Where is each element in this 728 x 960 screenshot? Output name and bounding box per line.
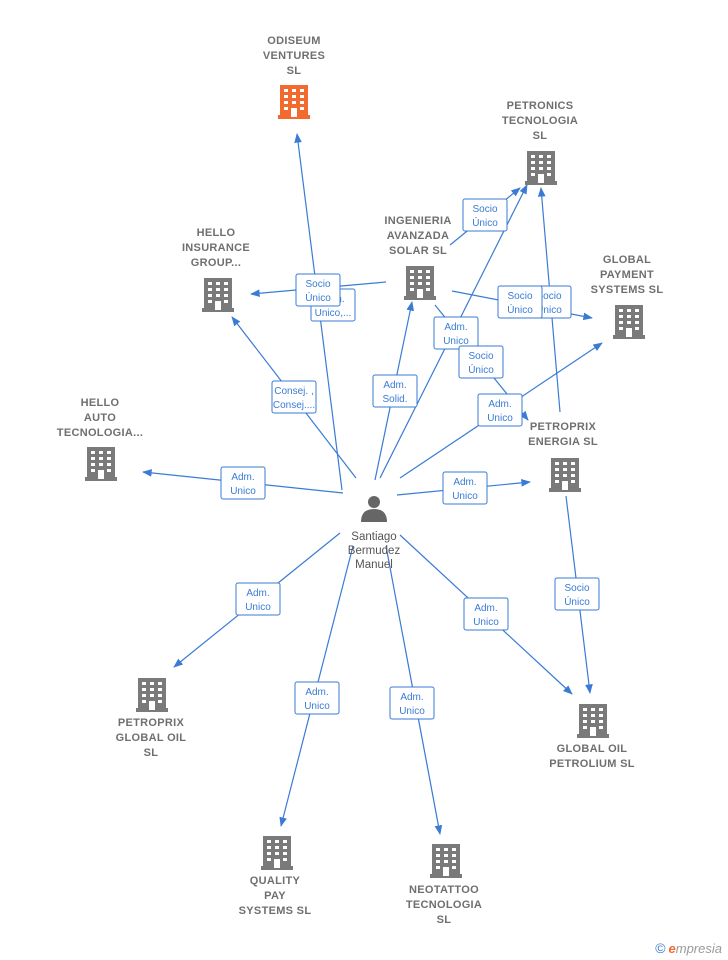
relation-label-box xyxy=(463,597,509,631)
relation-label[interactable]: Adm.Unico xyxy=(235,582,281,616)
relation-label[interactable]: Adm.Unico xyxy=(463,597,509,631)
relation-label[interactable]: Consej. ,Consej.... xyxy=(271,380,317,414)
relation-label-box xyxy=(497,285,543,319)
relation-label[interactable]: Adm.Unico xyxy=(294,681,340,715)
building-icon xyxy=(404,266,436,300)
relation-label[interactable]: Adm.Solid. xyxy=(372,374,418,408)
relation-label-box xyxy=(442,471,488,505)
relation-label-text: Adm.Unico xyxy=(452,477,478,502)
building-icon xyxy=(85,447,117,481)
relation-label-text: Adm.Unico xyxy=(245,588,271,613)
copyright-icon: © xyxy=(655,940,666,956)
relation-label-box xyxy=(554,577,600,611)
relation-label-box xyxy=(295,273,341,307)
relation-label-text: Consej. ,Consej.... xyxy=(273,386,315,411)
relation-label-box xyxy=(220,466,266,500)
relation-label-text: Adm.Unico xyxy=(399,692,425,717)
edges-layer xyxy=(142,133,603,835)
building-icon xyxy=(525,151,557,185)
relation-label-text: Adm.Unico xyxy=(473,603,499,628)
relation-label-box xyxy=(235,582,281,616)
relation-label-box xyxy=(462,198,508,232)
relation-label-box xyxy=(294,681,340,715)
relation-label-text: Adm.Unico xyxy=(304,687,330,712)
relation-label-text: Adm.Solid. xyxy=(382,380,407,405)
relation-label[interactable]: Adm.Unico xyxy=(220,466,266,500)
empresia-logo[interactable]: ©empresia xyxy=(655,940,722,956)
relation-label-box xyxy=(372,374,418,408)
building-icon xyxy=(430,844,462,878)
relation-label-box xyxy=(477,393,523,427)
person-icon xyxy=(368,496,380,508)
building-icon xyxy=(577,704,609,738)
relation-label-text: Adm.Unico xyxy=(443,322,469,347)
relation-label-text: Adm.Unico xyxy=(487,399,513,424)
building-icon xyxy=(202,278,234,312)
relation-label-box xyxy=(389,686,435,720)
edge-labels-layer: SocioÚnicoSocioÚnicoAdm.Unico,...Consej.… xyxy=(220,198,600,720)
relation-label[interactable]: Adm.Unico xyxy=(389,686,435,720)
relation-label-box xyxy=(458,345,504,379)
building-icon xyxy=(278,85,310,119)
relation-label-text: Adm.Unico xyxy=(230,472,256,497)
relation-label[interactable]: Adm.Unico xyxy=(477,393,523,427)
building-icon xyxy=(549,458,581,492)
relation-label-box xyxy=(271,380,317,414)
person-icon-body xyxy=(361,509,387,522)
relation-label[interactable]: Adm.Unico xyxy=(442,471,488,505)
building-icon xyxy=(261,836,293,870)
building-icon xyxy=(136,678,168,712)
relation-label[interactable]: Adm.Unico xyxy=(433,316,479,350)
building-icon xyxy=(613,305,645,339)
relation-label-box xyxy=(433,316,479,350)
